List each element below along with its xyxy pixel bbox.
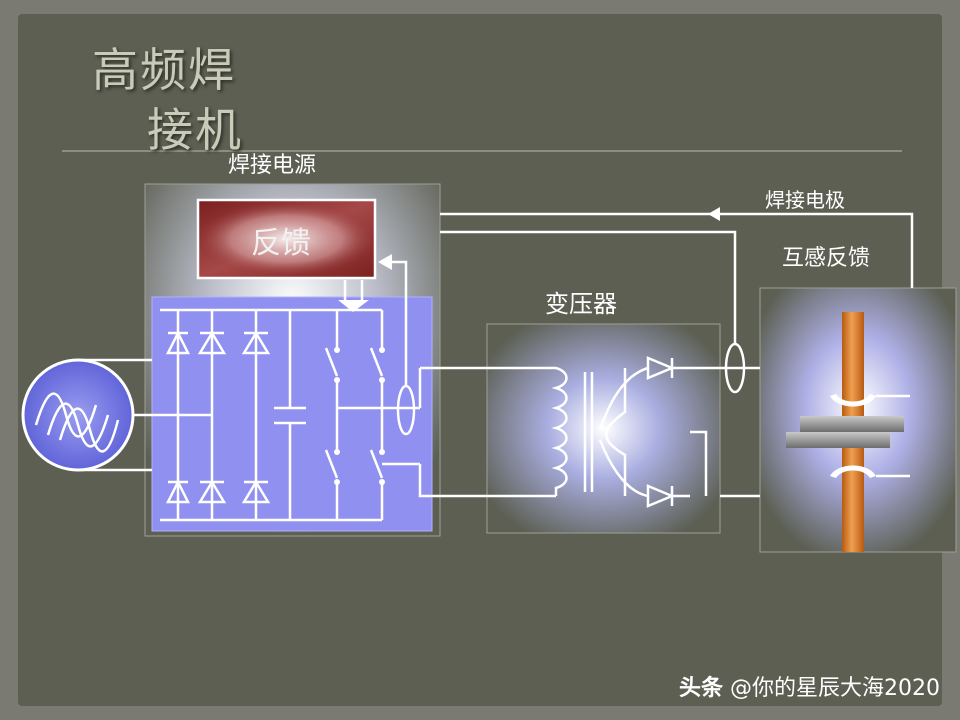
feedback-box-glow bbox=[202, 204, 371, 274]
feedback-arrows bbox=[338, 254, 408, 386]
transformer-box bbox=[486, 323, 721, 534]
workpiece-top bbox=[800, 416, 904, 432]
rectifier-bridge bbox=[160, 308, 290, 522]
output-wire-bottom bbox=[418, 368, 556, 498]
label-mutual-feedback: 互感反馈 bbox=[782, 246, 871, 271]
feedback-direction-arrow bbox=[708, 207, 720, 221]
label-electrode: 焊接电极 bbox=[765, 188, 845, 212]
title-line-2: 接机 bbox=[147, 103, 243, 157]
watermark-brand: 头条 bbox=[678, 676, 723, 701]
transformer-coil bbox=[551, 356, 708, 508]
watermark-author: @你的星辰大海2020 bbox=[730, 676, 940, 701]
label-power-supply: 焊接电源 bbox=[228, 153, 317, 178]
title-line-1: 高频焊 bbox=[92, 43, 236, 97]
inverter-switches bbox=[290, 308, 420, 522]
label-transformer: 变压器 bbox=[545, 290, 617, 318]
slide-title: 高频焊 接机 bbox=[92, 40, 292, 160]
transformer-to-electrode-wires bbox=[706, 366, 760, 498]
welding-electrode bbox=[786, 312, 910, 552]
workpiece-bottom bbox=[786, 432, 890, 448]
mutual-feedback-line bbox=[440, 230, 737, 344]
dc-capacitor bbox=[274, 310, 306, 520]
label-feedback: 反馈 bbox=[251, 226, 311, 261]
title-divider bbox=[62, 150, 902, 152]
electrode-feedback-line bbox=[440, 212, 914, 288]
ac-source-icon bbox=[21, 358, 135, 472]
watermark: 头条 @你的星辰大海2020 bbox=[679, 670, 940, 702]
ac-input-wires bbox=[78, 358, 212, 472]
